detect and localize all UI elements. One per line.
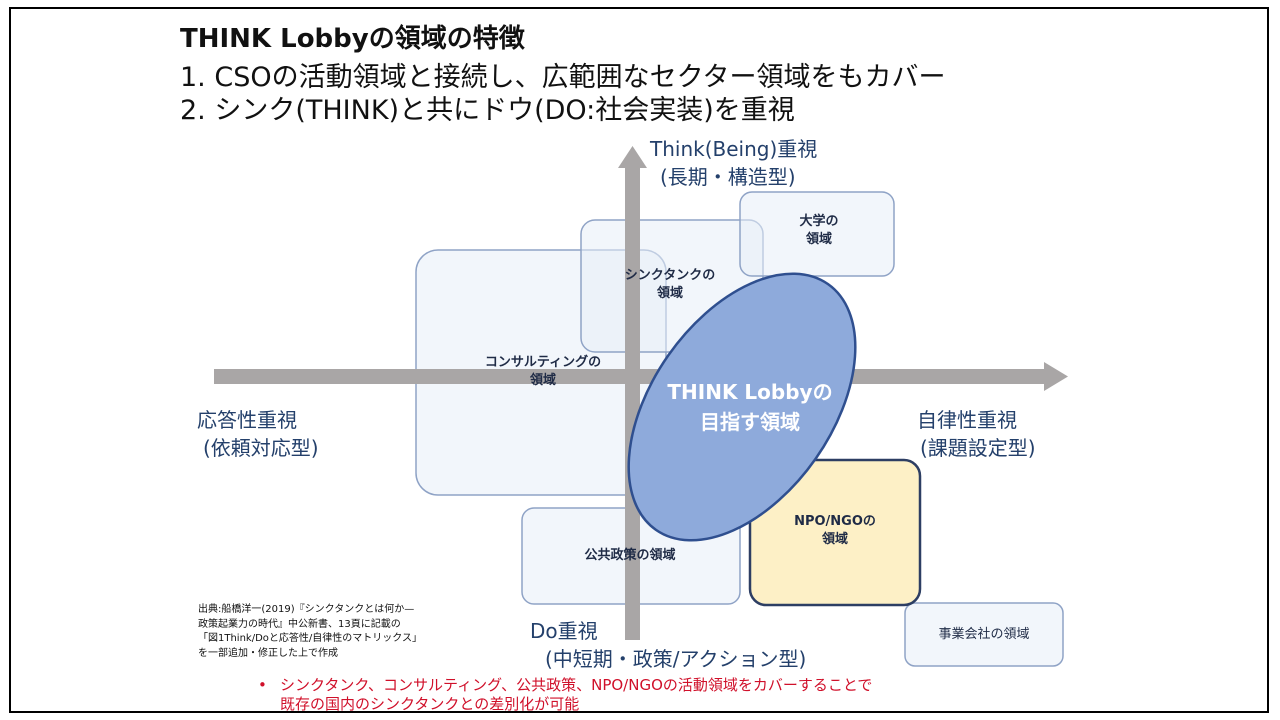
source-citation: 出典:船橋洋一(2019)『シンクタンクとは何か— 政策起業力の時代』中公新書、…	[198, 604, 422, 659]
vertical-axis-arrowhead	[618, 146, 647, 168]
axis-top-label: Think(Being)重視	[650, 137, 818, 161]
axis-bottom-sublabel: (中短期・政策/アクション型)	[545, 647, 807, 671]
business-region-box	[904, 602, 1064, 667]
title-point-2: 2. シンク(THINK)と共にドウ(DO:社会実装)を重視	[180, 95, 795, 126]
axis-left-sublabel: (依頼対応型)	[203, 436, 319, 460]
title-point-1: 1. CSOの活動領域と接続し、広範囲なセクター領域をもカバー	[180, 62, 946, 93]
axis-bottom-label: Do重視	[530, 619, 598, 643]
axis-top-sublabel: (長期・構造型)	[660, 165, 796, 189]
university-region-box	[739, 191, 895, 277]
university-region-label: 大学の領域	[799, 214, 839, 247]
axis-right-sublabel: (課題設定型)	[920, 436, 1036, 460]
public-policy-region-label: 公共政策の領域	[584, 548, 676, 563]
consulting-region-label: コンサルティングの領域	[484, 355, 602, 388]
slide-title: THINK Lobbyの領域の特徴	[180, 24, 525, 54]
note-bullet: •	[258, 676, 267, 694]
thinktank-region-label: シンクタンクの領域	[624, 268, 716, 301]
slide-frame	[9, 7, 1269, 713]
business-region-label: 事業会社の領域	[938, 627, 1030, 642]
vertical-axis	[625, 168, 640, 640]
axis-right-label: 自律性重視	[917, 408, 1017, 432]
think-lobby-ellipse	[627, 272, 857, 542]
horizontal-axis-arrowhead	[1044, 362, 1068, 391]
bottom-note: •シンクタンク、コンサルティング、公共政策、NPO/NGOの活動領域をカバーする…	[258, 676, 873, 713]
think-lobby-label: THINK Lobbyの目指す領域	[667, 380, 833, 434]
npo-region-label: NPO/NGOの領域	[794, 514, 876, 547]
axis-left-label: 応答性重視	[197, 408, 297, 432]
npo-region-box	[748, 458, 922, 607]
